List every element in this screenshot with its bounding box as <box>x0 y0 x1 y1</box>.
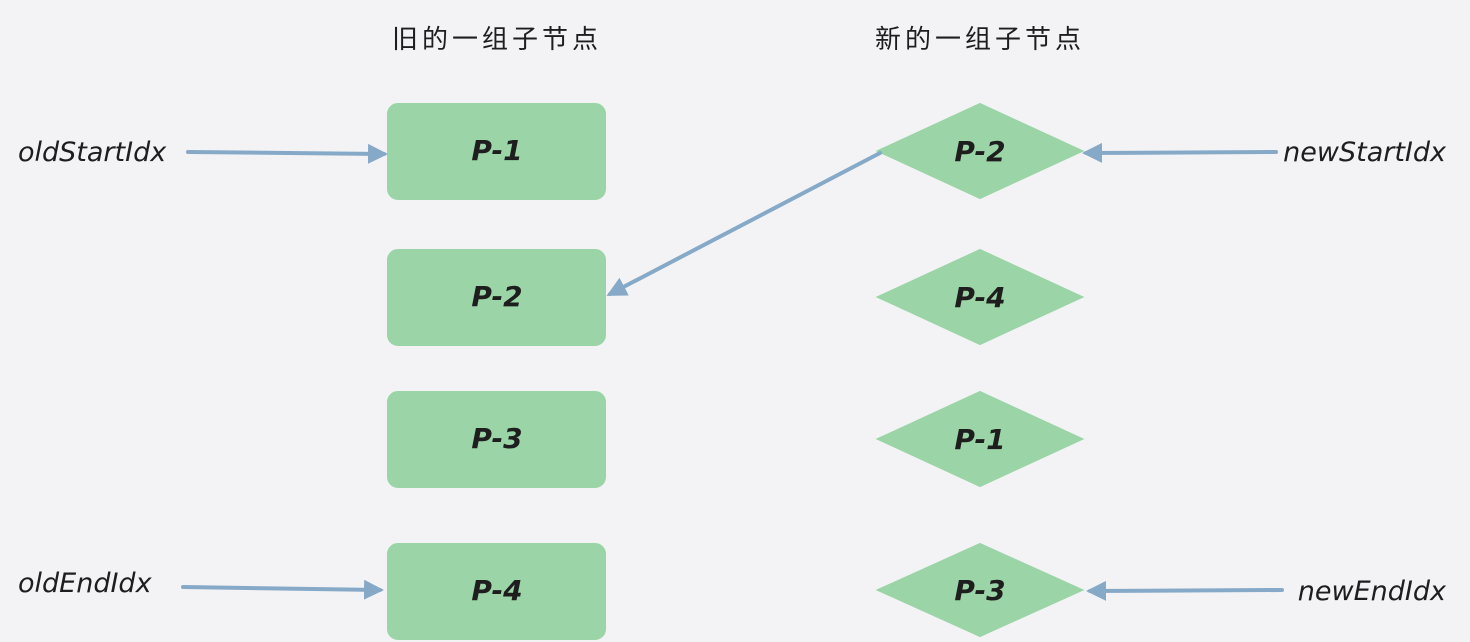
old-group-title: 旧的一组子节点 <box>392 25 602 55</box>
old-node-1-label: P-1 <box>471 134 522 167</box>
old-node-4: P-4 <box>387 543 606 640</box>
new-node-4: P-3 <box>875 542 1085 638</box>
new-node-2: P-4 <box>875 248 1085 346</box>
new-start-idx-label: newStartIdx <box>1283 137 1447 168</box>
old-node-4-label: P-4 <box>471 574 522 607</box>
old-node-1: P-1 <box>387 103 606 200</box>
new-node-3: P-1 <box>875 390 1085 488</box>
new-node-1-label: P-2 <box>954 135 1005 168</box>
old-end-arrow <box>181 579 384 600</box>
old-node-3: P-3 <box>387 391 606 488</box>
old-start-arrow <box>186 143 388 164</box>
new-group-title: 新的一组子节点 <box>875 25 1085 55</box>
new-end-arrow <box>1086 580 1284 601</box>
old-node-2: P-2 <box>387 249 606 346</box>
old-node-2-label: P-2 <box>471 280 522 313</box>
new-node-1: P-2 <box>875 102 1085 200</box>
old-start-idx-label: oldStartIdx <box>18 137 167 168</box>
old-node-3-label: P-3 <box>471 422 522 455</box>
new-end-idx-label: newEndIdx <box>1298 576 1447 607</box>
new-node-2-label: P-4 <box>954 281 1005 314</box>
new-start-arrow <box>1082 142 1278 163</box>
match-arrow-p2 <box>606 151 882 296</box>
old-end-idx-label: oldEndIdx <box>18 568 153 599</box>
new-node-4-label: P-3 <box>954 574 1005 607</box>
new-node-3-label: P-1 <box>954 423 1005 456</box>
